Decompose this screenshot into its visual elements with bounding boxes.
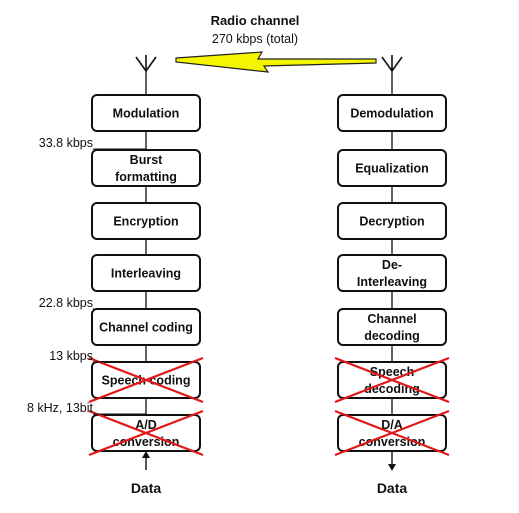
cross-out-stroke [88,409,204,457]
rx-block-label: D/A [381,418,403,432]
arrow-down-icon [388,464,396,471]
rx-block-box [337,149,447,187]
radio-channel-title: Radio channel [211,13,300,28]
rx-block-box [337,254,447,292]
lightning-bolt-icon [175,51,377,73]
cross-out-icon [88,409,204,457]
tx-block: Encryption [91,202,201,240]
arrow-up-icon [142,451,150,458]
cross-out-icon [334,409,450,457]
rx-block-label: Channel [367,312,416,326]
rate-labels: 33.8 kbps 22.8 kbps 13 kbps 8 kHz, 13bit [27,136,146,415]
rx-block-label: Interleaving [357,275,427,289]
tx-block-label: Channel coding [99,321,193,335]
rx-block-label: Decryption [359,215,424,229]
tx-block-label: formatting [115,170,177,184]
antennas [135,55,403,73]
tx-block-label: Burst [130,153,163,167]
rx-block-label: decoding [364,382,420,396]
tx-data-label: Data [131,480,162,496]
tx-block-box [91,149,201,187]
rx-block-label: decoding [364,329,420,343]
connector-lines [142,70,396,471]
tx-block: Speech coding [88,356,204,404]
radio-channel-rate: 270 kbps (total) [212,32,298,46]
cross-out-stroke [334,356,450,404]
rx-data-label: Data [377,480,408,496]
tx-block-label: A/D [135,418,157,432]
rx-block: Channel decoding [337,308,447,346]
tx-block: Modulation [91,94,201,132]
rx-block: De- Interleaving [337,254,447,292]
rx-block: Demodulation [337,94,447,132]
rx-block-label: Demodulation [350,107,433,121]
rx-block-label: Speech [370,365,414,379]
tx-block-label: Encryption [113,215,178,229]
rx-block-label: De- [382,258,402,272]
rx-antenna-icon [381,55,403,73]
tx-block-box [91,202,201,240]
tx-block: Channel coding [91,308,201,346]
rx-block-box [337,308,447,346]
tx-block-box [91,94,201,132]
rx-block-label: Equalization [355,162,429,176]
tx-block-label: Interleaving [111,267,181,281]
rate-label: 22.8 kbps [39,296,93,310]
rx-block-box [337,202,447,240]
cross-out-icon [88,356,204,404]
rx-block: Decryption [337,202,447,240]
lightning-bolt-shape [175,51,377,73]
tx-block-box [91,254,201,292]
tx-antenna-icon [135,55,157,73]
rate-label: 8 kHz, 13bit [27,401,94,415]
antenna-icon [135,55,157,73]
cross-out-stroke [88,356,204,404]
rate-label: 33.8 kbps [39,136,93,150]
tx-block: Interleaving [91,254,201,292]
rx-block-box [337,94,447,132]
cross-out-icon [334,356,450,404]
rate-label: 13 kbps [49,349,93,363]
cross-out-stroke [334,409,450,457]
rx-block: Equalization [337,149,447,187]
rx-block: Speech decoding [334,356,450,404]
tx-block-label: Modulation [113,107,180,121]
tx-block: Burst formatting [91,149,201,187]
antenna-icon [381,55,403,73]
